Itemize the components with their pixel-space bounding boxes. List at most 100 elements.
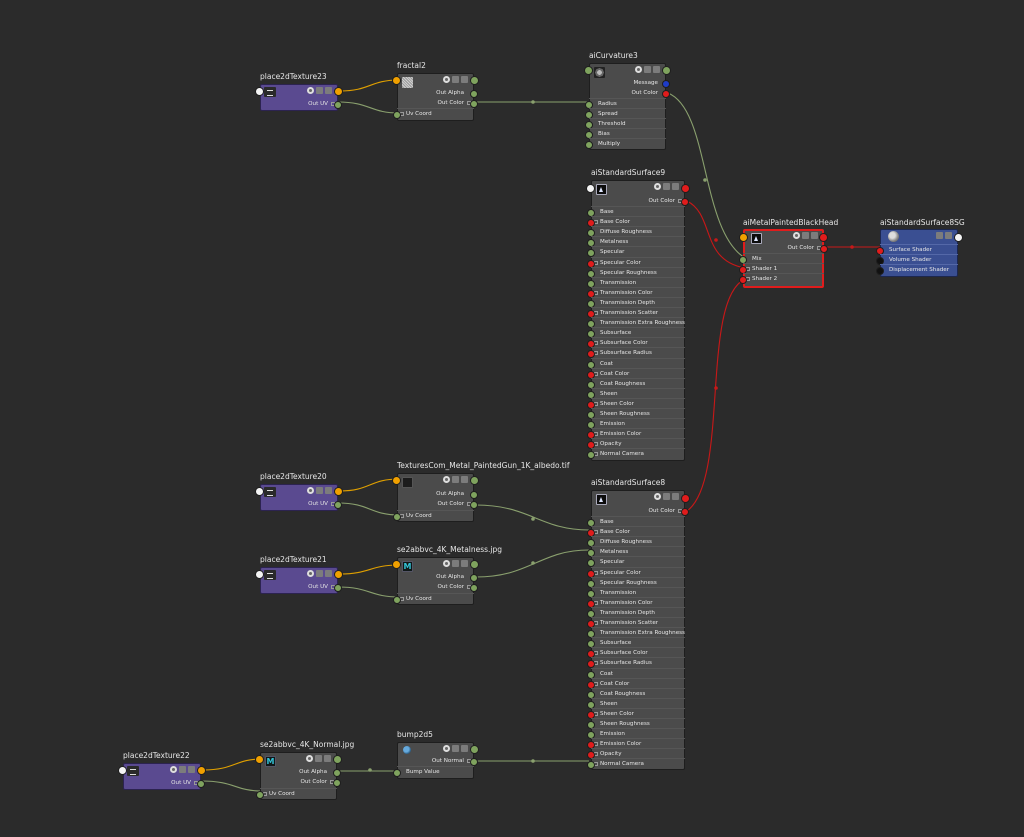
output-port[interactable] (470, 100, 478, 108)
input-port[interactable] (739, 276, 747, 284)
swatch-toggle-icon[interactable] (316, 570, 323, 577)
mode-icon[interactable] (306, 755, 313, 762)
swatch-toggle-icon[interactable] (452, 745, 459, 752)
output-port[interactable] (662, 80, 670, 88)
layout-toggle-icon[interactable] (461, 745, 468, 752)
swatch-toggle-icon[interactable] (802, 232, 809, 239)
output-port[interactable] (470, 758, 478, 766)
output-port[interactable] (820, 245, 828, 253)
input-port[interactable] (393, 513, 401, 521)
swatch-toggle-icon[interactable] (936, 232, 943, 239)
output-port[interactable] (662, 66, 671, 75)
layout-toggle-icon[interactable] (461, 560, 468, 567)
output-port[interactable] (334, 570, 343, 579)
input-port[interactable] (392, 476, 401, 485)
input-port[interactable] (584, 66, 593, 75)
node-bump2d5[interactable]: bump2d5 Out Normal Bump Value (393, 730, 479, 779)
input-port[interactable] (393, 769, 401, 777)
layout-toggle-icon[interactable] (461, 476, 468, 483)
output-port[interactable] (470, 90, 478, 98)
node-place2dTexture23[interactable]: place2dTexture23 Out UV (255, 72, 343, 111)
layout-toggle-icon[interactable] (672, 183, 679, 190)
layout-toggle-icon[interactable] (188, 766, 195, 773)
mode-icon[interactable] (443, 745, 450, 752)
node-aiMetalPaintedBlackHead[interactable]: aiMetalPaintedBlackHead Out Color Mix Sh… (739, 218, 838, 288)
output-port[interactable] (681, 508, 689, 516)
input-port[interactable] (585, 141, 593, 149)
output-port[interactable] (334, 101, 342, 109)
mode-icon[interactable] (443, 476, 450, 483)
node-metalness-file[interactable]: se2abbvc_4K_Metalness.jpg M Out Alpha Ou… (392, 545, 502, 605)
swatch-toggle-icon[interactable] (663, 493, 670, 500)
mode-icon[interactable] (307, 570, 314, 577)
output-port[interactable] (470, 584, 478, 592)
output-port[interactable] (334, 487, 343, 496)
swatch-toggle-icon[interactable] (316, 87, 323, 94)
input-port[interactable] (392, 560, 401, 569)
input-port[interactable] (587, 451, 595, 460)
swatch-toggle-icon[interactable] (315, 755, 322, 762)
output-port[interactable] (681, 494, 690, 503)
input-port[interactable] (586, 184, 595, 193)
node-place2dTexture21[interactable]: place2dTexture21 Out UV (255, 555, 343, 594)
swatch-toggle-icon[interactable] (452, 76, 459, 83)
input-port[interactable] (255, 570, 264, 579)
output-port[interactable] (819, 233, 828, 242)
input-port[interactable] (393, 111, 401, 119)
node-place2dTexture20[interactable]: place2dTexture20 Out UV (255, 472, 343, 511)
layout-toggle-icon[interactable] (325, 487, 332, 494)
input-port[interactable] (255, 487, 264, 496)
output-port[interactable] (333, 779, 341, 787)
output-port[interactable] (333, 755, 342, 764)
layout-toggle-icon[interactable] (653, 66, 660, 73)
mode-icon[interactable] (307, 87, 314, 94)
node-place2dTexture22[interactable]: place2dTexture22 Out UV (118, 751, 206, 790)
layout-toggle-icon[interactable] (672, 493, 679, 500)
output-port[interactable] (681, 184, 690, 193)
output-port[interactable] (470, 501, 478, 509)
output-port[interactable] (470, 491, 478, 499)
output-port[interactable] (470, 574, 478, 582)
output-port[interactable] (681, 198, 689, 206)
swatch-toggle-icon[interactable] (316, 487, 323, 494)
input-port[interactable] (876, 267, 884, 275)
layout-toggle-icon[interactable] (325, 87, 332, 94)
input-port[interactable] (392, 76, 401, 85)
mode-icon[interactable] (307, 487, 314, 494)
output-port[interactable] (470, 476, 479, 485)
swatch-toggle-icon[interactable] (452, 476, 459, 483)
mode-icon[interactable] (654, 183, 661, 190)
mode-icon[interactable] (170, 766, 177, 773)
input-port[interactable] (118, 766, 127, 775)
swatch-toggle-icon[interactable] (452, 560, 459, 567)
input-port[interactable] (393, 596, 401, 604)
swatch-toggle-icon[interactable] (663, 183, 670, 190)
output-port[interactable] (470, 560, 479, 569)
layout-toggle-icon[interactable] (325, 570, 332, 577)
mode-icon[interactable] (443, 560, 450, 567)
output-port[interactable] (197, 766, 206, 775)
layout-toggle-icon[interactable] (945, 232, 952, 239)
mode-icon[interactable] (654, 493, 661, 500)
input-port[interactable] (255, 87, 264, 96)
output-port[interactable] (334, 87, 343, 96)
layout-toggle-icon[interactable] (811, 232, 818, 239)
node-normal-file[interactable]: se2abbvc_4K_Normal.jpg M Out Alpha Out C… (255, 740, 354, 800)
input-port[interactable] (739, 233, 748, 242)
mode-icon[interactable] (635, 66, 642, 73)
output-port[interactable] (334, 584, 342, 592)
output-port[interactable] (470, 76, 479, 85)
node-fractal2[interactable]: fractal2 Out Alpha Out Color Uv Coord (392, 61, 479, 121)
node-albedo-file[interactable]: TexturesCom_Metal_PaintedGun_1K_albedo.t… (392, 461, 569, 522)
mode-icon[interactable] (793, 232, 800, 239)
node-aiCurvature3[interactable]: aiCurvature3 Message Out Color Radius Sp… (584, 51, 671, 150)
output-port[interactable] (662, 90, 670, 98)
output-port[interactable] (470, 745, 479, 754)
swatch-toggle-icon[interactable] (179, 766, 186, 773)
node-aiStandardSurface8SG[interactable]: aiStandardSurface8SG Surface Shader Volu… (876, 218, 965, 277)
layout-toggle-icon[interactable] (461, 76, 468, 83)
input-port[interactable] (256, 791, 264, 799)
output-port[interactable] (334, 501, 342, 509)
